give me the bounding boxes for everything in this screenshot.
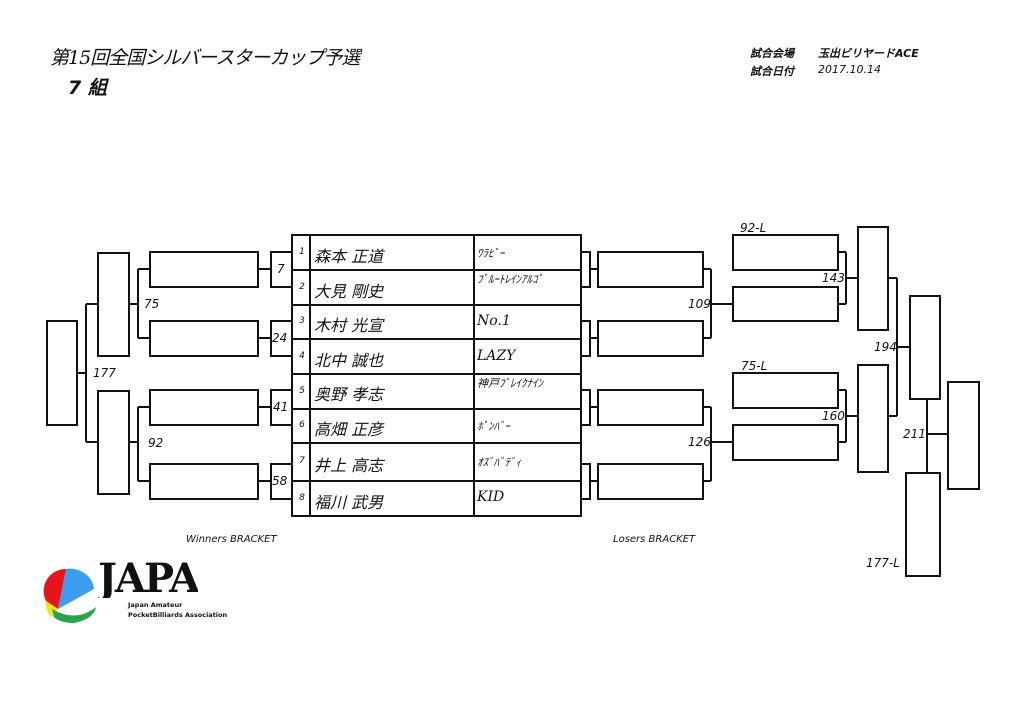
losers-r3-slot <box>857 226 889 331</box>
match-number: 160 <box>822 409 845 423</box>
losers-r2-slot <box>732 234 839 271</box>
team-name: No.1 <box>477 313 511 329</box>
seed: 4 <box>299 351 305 361</box>
seed: 3 <box>299 316 305 326</box>
venue-label: 試合会場 <box>750 47 794 60</box>
winners-r2-slot <box>97 390 130 495</box>
match-number: 24 <box>272 331 288 345</box>
player-table <box>291 234 582 517</box>
logo-line1: Japan Amateur <box>128 601 183 609</box>
logo-ball-icon <box>43 568 96 623</box>
winners-r2-slot <box>97 252 130 357</box>
logo-line2: PocketBilliards Association <box>128 611 228 619</box>
date-value: 2017.10.14 <box>818 63 881 76</box>
drop-in-label: 177-L <box>866 556 900 570</box>
seed: 8 <box>299 493 305 503</box>
loser-match-box <box>580 463 591 500</box>
seed: 1 <box>299 247 305 257</box>
team-name: LAZY <box>477 348 516 364</box>
seed: 7 <box>299 456 305 466</box>
winners-r1-slot <box>149 251 259 288</box>
player-name: 森本 正道 <box>314 247 384 266</box>
match-number: 58 <box>272 474 288 488</box>
match-number: 194 <box>874 340 897 354</box>
match-number: 126 <box>688 435 711 449</box>
date-label: 試合日付 <box>750 65 794 78</box>
player-name: 福川 武男 <box>314 493 384 512</box>
losers-r1-slot <box>597 389 704 426</box>
loser-match-box <box>580 320 591 357</box>
losers-r2-slot <box>732 372 839 409</box>
loser-match-box <box>580 389 591 426</box>
group-label: 7 組 <box>68 77 107 99</box>
loser-match-box <box>580 251 591 288</box>
player-name: 奥野 孝志 <box>314 385 384 404</box>
player-name: 木村 光宣 <box>314 316 384 335</box>
losers-bracket-label: Losers BRACKET <box>613 534 696 545</box>
team-name: ﾜﾗﾋﾞｰ <box>477 247 505 260</box>
player-name: 井上 高志 <box>314 456 384 475</box>
winners-r1-slot <box>149 463 259 500</box>
japa-logo: JAPA Japan Amateur PocketBilliards Assoc… <box>40 560 240 630</box>
seed: 6 <box>299 420 305 430</box>
match-number: 177 <box>93 366 116 380</box>
winners-loser-slot <box>905 472 941 577</box>
losers-r2-slot <box>732 286 839 322</box>
team-name: ﾎﾞﾝﾊﾞｰ <box>477 420 510 433</box>
winners-final-slot <box>46 320 78 426</box>
match-number: 143 <box>822 271 845 285</box>
venue-value: 玉出ビリヤードACE <box>818 47 919 60</box>
losers-r1-slot <box>597 463 704 500</box>
match-number: 75 <box>144 297 160 311</box>
losers-r4-slot <box>909 295 941 400</box>
losers-r3-slot <box>857 364 889 473</box>
losers-r1-slot <box>597 320 704 357</box>
team-name: 神戸ﾌﾞﾚｲｸﾅｲﾝ <box>477 377 543 390</box>
losers-r2-slot <box>732 424 839 461</box>
winners-r1-slot <box>149 320 259 357</box>
page-title: 第15回全国シルバースターカップ予選 <box>50 47 360 69</box>
group-winner-slot <box>947 381 980 490</box>
seed: 5 <box>299 386 305 396</box>
match-number: 109 <box>688 297 711 311</box>
match-number: 92 <box>148 436 164 450</box>
drop-in-label: 92-L <box>740 221 767 235</box>
seed: 2 <box>299 282 305 292</box>
player-name: 大見 剛史 <box>314 282 384 301</box>
winners-r1-slot <box>149 389 259 426</box>
winners-bracket-label: Winners BRACKET <box>186 534 277 545</box>
match-number: 41 <box>273 400 289 414</box>
losers-r1-slot <box>597 251 704 288</box>
drop-in-label: 75-L <box>741 359 768 373</box>
team-name: KID <box>477 489 505 505</box>
match-number: 7 <box>277 262 285 276</box>
team-name: ｵｽﾞﾊﾞﾃﾞｨ <box>477 456 521 469</box>
team-name: ﾌﾞﾙｰﾄﾚｲﾝｱﾙｺﾞ <box>477 273 543 286</box>
player-name: 高畑 正彦 <box>314 420 384 439</box>
logo-wordmark: JAPA <box>98 560 199 598</box>
match-number: 211 <box>903 427 926 441</box>
player-name: 北中 誠也 <box>314 351 384 370</box>
